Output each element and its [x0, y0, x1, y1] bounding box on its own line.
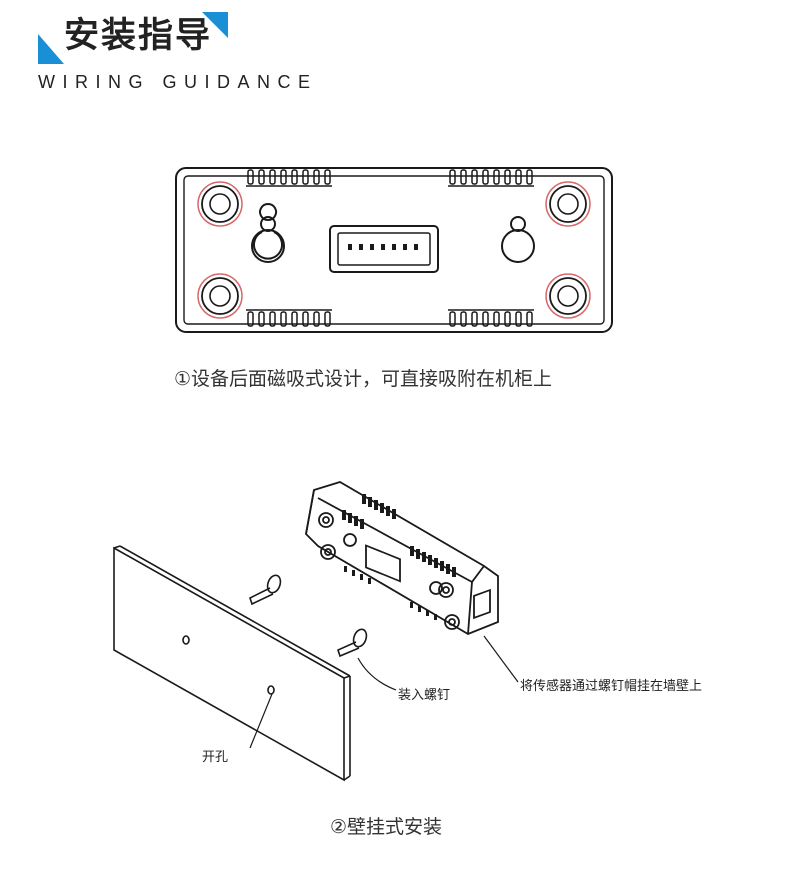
title-accent-shape	[38, 12, 228, 64]
section-header: 安装指导 WIRING GUIDANCE	[0, 0, 790, 110]
figure1-caption: ①设备后面磁吸式设计，可直接吸附在机柜上	[174, 368, 553, 390]
sensor-device	[305, 481, 499, 635]
figure2-caption: ②壁挂式安装	[330, 816, 443, 838]
title-badge: 安装指导	[38, 10, 228, 66]
label-hang-on-wall: 将传感器通过螺钉帽挂在墙壁上	[520, 679, 703, 694]
label-install-screw: 装入螺钉	[398, 688, 451, 703]
wall-mount-diagram	[113, 481, 519, 782]
label-drill-hole: 开孔	[202, 750, 229, 765]
page-title: 安装指导	[64, 16, 213, 56]
vent-slots	[246, 169, 534, 327]
magnet-icon	[197, 181, 591, 319]
screw-icon	[249, 574, 368, 658]
page-subtitle: WIRING GUIDANCE	[38, 72, 318, 92]
device-back-view-diagram	[175, 167, 613, 333]
